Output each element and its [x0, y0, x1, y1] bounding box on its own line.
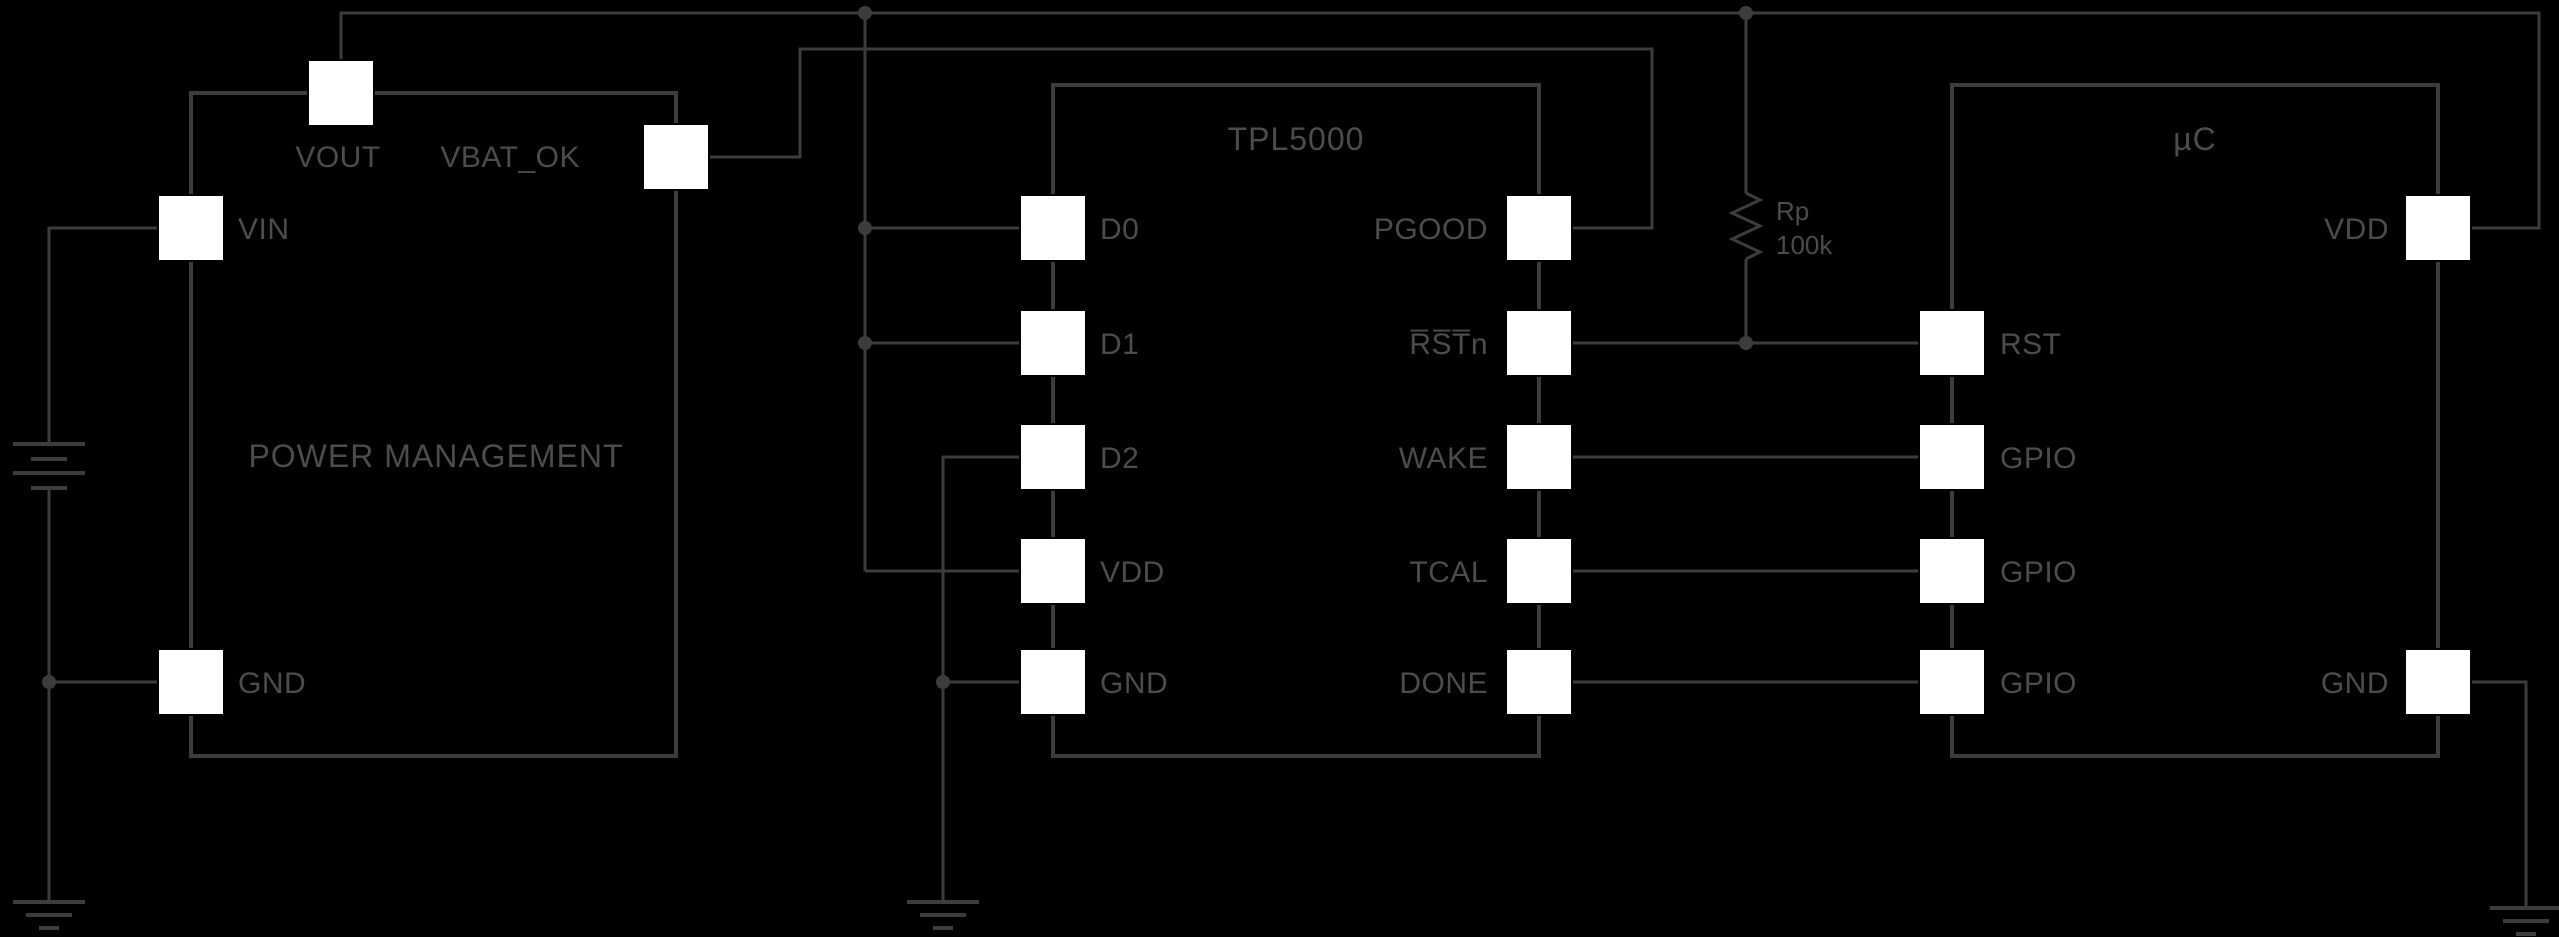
junction-dot — [1739, 6, 1753, 20]
pin-label-gpio2: GPIO — [2000, 556, 2077, 589]
pin-label-gnd: GND — [1100, 667, 1168, 700]
pin-rst — [1918, 309, 1986, 377]
pin-label-vout: VOUT — [295, 141, 380, 174]
pin-label-done: DONE — [1399, 667, 1488, 700]
wires — [47, 11, 2541, 908]
mcu-pins — [1918, 194, 2472, 716]
pin-gnd — [1019, 648, 1087, 716]
pin-wake — [1505, 423, 1573, 491]
pin-label-rstn: R̅S̅T̅n — [1409, 328, 1488, 361]
pin-gpio1 — [1918, 423, 1986, 491]
resistor-labels: Rp 100k — [1776, 196, 1833, 260]
pin-label-rst: RST — [2000, 328, 2062, 361]
pin-label-pgood: PGOOD — [1374, 213, 1488, 246]
block-title: POWER MANAGEMENT — [248, 438, 623, 474]
junction-dot — [1739, 336, 1753, 350]
pin-label-vin: VIN — [238, 213, 290, 246]
tpl5000-block — [1051, 83, 1541, 758]
pin-label-vbat-ok: VBAT_OK — [440, 141, 580, 174]
pin-pgood — [1505, 194, 1573, 262]
pin-gnd — [2404, 648, 2472, 716]
block-title: TPL5000 — [1228, 121, 1365, 157]
resistor-zigzag — [1728, 191, 1764, 261]
wire-mcu-gnd — [2471, 680, 2528, 908]
junction-dot — [858, 6, 872, 20]
wire-battery-vin-gnd — [47, 226, 158, 902]
ground-symbol-left — [13, 900, 85, 930]
pin-vdd — [2404, 194, 2472, 262]
wire-vdd-top-rail — [339, 11, 2541, 230]
battery-symbol — [13, 442, 85, 490]
junction-dot — [858, 221, 872, 235]
power-management-labels: POWER MANAGEMENT VOUT VBAT_OK VIN GND — [238, 141, 623, 700]
pin-gpio2 — [1918, 537, 1986, 605]
pin-label-vdd: VDD — [2324, 213, 2389, 246]
power-management-block — [189, 91, 678, 758]
pin-vbat-ok — [642, 123, 710, 191]
pin-vdd — [1019, 537, 1087, 605]
pin-rstn — [1505, 309, 1573, 377]
pin-label-gpio3: GPIO — [2000, 667, 2077, 700]
pin-done — [1505, 648, 1573, 716]
pin-label-gpio1: GPIO — [2000, 442, 2077, 475]
ground-symbol-right — [2490, 906, 2559, 936]
pin-tcal — [1505, 537, 1573, 605]
wire-vbat-ok-pgood — [709, 47, 1654, 230]
pin-label-d0: D0 — [1100, 213, 1139, 246]
pin-label-tcal: TCAL — [1409, 556, 1488, 589]
tpl5000-labels: TPL5000 D0 D1 D2 VDD GND PGOOD R̅S̅T̅n W… — [1100, 121, 1488, 700]
resistor-value: 100k — [1776, 230, 1833, 260]
junction-dot — [42, 675, 56, 689]
ground-symbol-middle — [907, 900, 979, 930]
mcu-block — [1950, 83, 2440, 758]
mcu-labels: µC RST GPIO GPIO GPIO VDD GND — [2000, 121, 2389, 700]
resistor-rp-symbol — [1728, 191, 1764, 261]
pin-vin — [157, 194, 225, 262]
wire-d2-gnd — [941, 455, 1020, 902]
pin-label-wake: WAKE — [1399, 442, 1488, 475]
tpl5000-pins — [1019, 194, 1573, 716]
pin-label-gnd: GND — [2321, 667, 2389, 700]
block-title: µC — [2173, 121, 2217, 157]
wire-vdd-branch — [863, 13, 1020, 573]
pin-label-d2: D2 — [1100, 442, 1139, 475]
junction-dot — [858, 336, 872, 350]
pin-gnd — [157, 648, 225, 716]
junction-dot — [936, 675, 950, 689]
pin-d1 — [1019, 309, 1087, 377]
pin-d2 — [1019, 423, 1087, 491]
pin-vout — [307, 59, 375, 127]
pin-d0 — [1019, 194, 1087, 262]
junction-dots — [42, 6, 1753, 689]
pin-label-vdd: VDD — [1100, 556, 1165, 589]
power-management-pins — [157, 59, 710, 716]
pin-gpio3 — [1918, 648, 1986, 716]
pin-label-gnd: GND — [238, 667, 306, 700]
pin-label-d1: D1 — [1100, 328, 1139, 361]
resistor-name: Rp — [1776, 196, 1809, 226]
